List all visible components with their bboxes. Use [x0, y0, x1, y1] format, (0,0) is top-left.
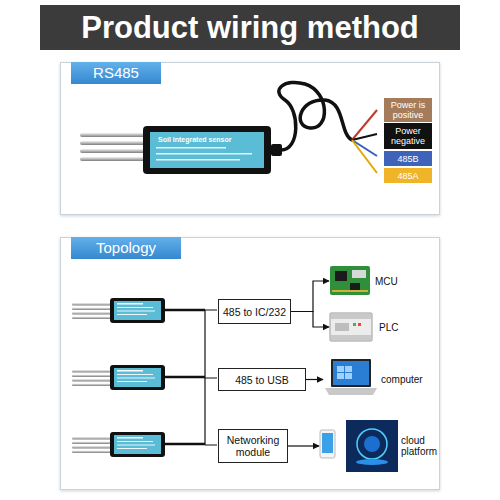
- wire-name: 485B: [397, 154, 418, 164]
- section-panel: Topology 485 to IC/232 485 to USB Networkin…: [60, 237, 440, 490]
- converter-name: 485 to IC/232: [223, 306, 286, 318]
- wire-name: Power negative: [384, 126, 432, 146]
- wire-label: Power is positive: [384, 98, 432, 122]
- device-node: computer: [323, 359, 423, 399]
- sensor-name: Soil integrated sensor: [158, 136, 232, 143]
- device-node: PLC: [329, 309, 409, 345]
- title-band: Product wiring method: [40, 5, 460, 50]
- wire-name: Power is positive: [384, 100, 432, 120]
- converter-box: 485 to IC/232: [218, 299, 291, 324]
- section-tab: Topology: [71, 237, 181, 259]
- device-node: MCU: [329, 263, 409, 299]
- device-node: cloud platform: [319, 416, 439, 476]
- wire-label: Power negative: [384, 123, 432, 149]
- wire-label: 485A: [384, 168, 432, 183]
- title-text: Product wiring method: [81, 10, 419, 46]
- device-name: computer: [381, 374, 423, 385]
- device-name: PLC: [379, 322, 407, 333]
- section-tab: RS485: [71, 62, 161, 84]
- converter-name: Networking module: [219, 434, 287, 458]
- converter-box: 485 to USB: [218, 368, 306, 391]
- wire-label: 485B: [384, 151, 432, 166]
- device-name: MCU: [375, 276, 407, 287]
- wire-name: 485A: [397, 171, 418, 181]
- section-panel: RS485Power is positivePower negative 485B…: [60, 62, 440, 215]
- converter-name: 485 to USB: [235, 374, 289, 386]
- converter-box: Networking module: [218, 429, 288, 463]
- device-name: cloud platform: [401, 435, 439, 457]
